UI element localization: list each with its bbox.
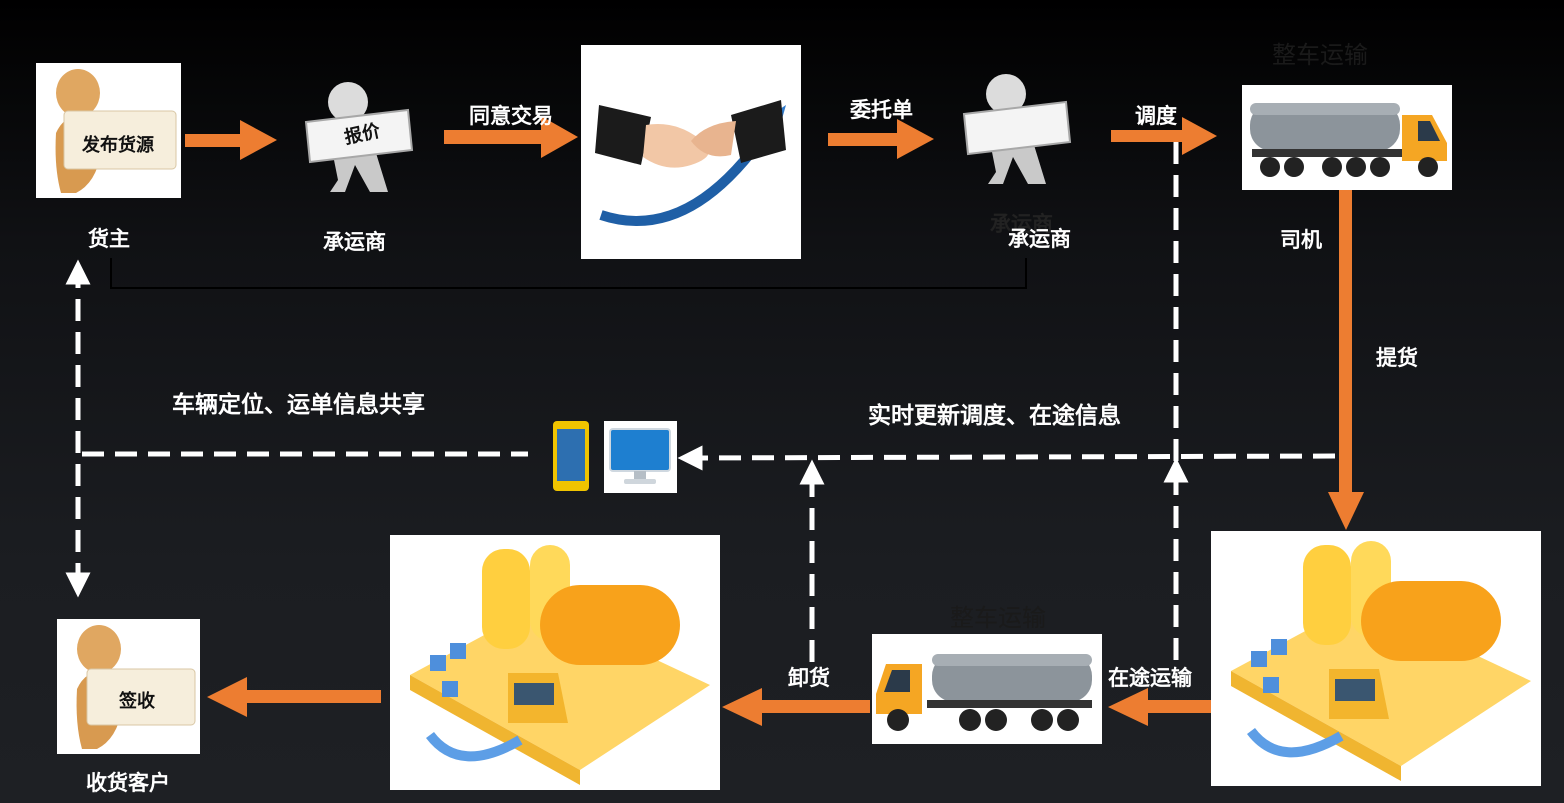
arrow-dispatch xyxy=(1111,117,1217,155)
edge-pickup-label: 提货 xyxy=(1376,346,1418,370)
handshake-icon xyxy=(595,100,786,226)
carrier-2-figure xyxy=(958,72,1078,187)
info-realtime-label: 实时更新调度、在途信息 xyxy=(868,403,1121,429)
driver-label: 司机 xyxy=(1280,228,1322,252)
tanker-truck-icon xyxy=(876,654,1092,731)
figure-icon xyxy=(55,69,177,193)
edge-unload-label: 卸货 xyxy=(788,666,830,690)
arrow-agree xyxy=(444,116,578,158)
carrier-2-ghost-label: 承运商 xyxy=(990,212,1053,236)
arrow-deliver xyxy=(207,677,381,717)
edge-in-transit-label: 在途运输 xyxy=(1108,666,1192,690)
shipper-label: 货主 xyxy=(88,227,130,251)
oil-depot-icon xyxy=(1231,541,1531,781)
carrier-1-label: 承运商 xyxy=(323,230,386,254)
oil-depot-icon xyxy=(410,545,710,785)
edge-dispatch-label: 调度 xyxy=(1135,104,1177,128)
monitor-icon xyxy=(604,421,677,493)
tanker-truck-icon xyxy=(1250,103,1447,177)
figure-icon xyxy=(76,625,196,749)
info-share-label: 车辆定位、运单信息共享 xyxy=(172,392,425,418)
carrier-bracket-line xyxy=(110,258,1027,289)
arrow-pickup xyxy=(1328,190,1364,530)
shipper-sign-box: 发布货源 xyxy=(36,63,181,198)
arrow-order xyxy=(828,119,934,159)
carrier-2-label: 承运商 xyxy=(1008,227,1071,251)
flow-arrows xyxy=(185,116,1364,726)
edge-order-label: 委托单 xyxy=(850,98,913,122)
dash-main-info-line xyxy=(677,445,1336,471)
depot-right-box xyxy=(1211,531,1541,786)
figure-icon xyxy=(304,82,414,192)
truck-top-title: 整车运输 xyxy=(1272,41,1368,69)
depot-left-box xyxy=(390,535,720,790)
arrow-unload xyxy=(722,688,870,726)
truck-bottom-title: 整车运输 xyxy=(950,604,1046,632)
arrow-publish-to-quote xyxy=(185,120,277,160)
figure-icon xyxy=(962,74,1072,184)
receiver-sign-box: 签收 xyxy=(57,619,200,754)
carrier-1-figure: 报价 xyxy=(300,80,420,195)
receive-sign-label: 签收 xyxy=(119,691,155,712)
truck-bottom-box xyxy=(872,634,1102,744)
info-dashed-lines xyxy=(65,142,1336,662)
handshake-box xyxy=(581,45,801,259)
edge-agree-label: 同意交易 xyxy=(469,104,553,128)
phone-icon xyxy=(553,421,589,491)
receiver-label: 收货客户 xyxy=(86,771,170,795)
arrow-in-transit xyxy=(1108,688,1213,726)
shipper-sign-label: 发布货源 xyxy=(82,135,154,156)
truck-top-box xyxy=(1242,85,1452,190)
